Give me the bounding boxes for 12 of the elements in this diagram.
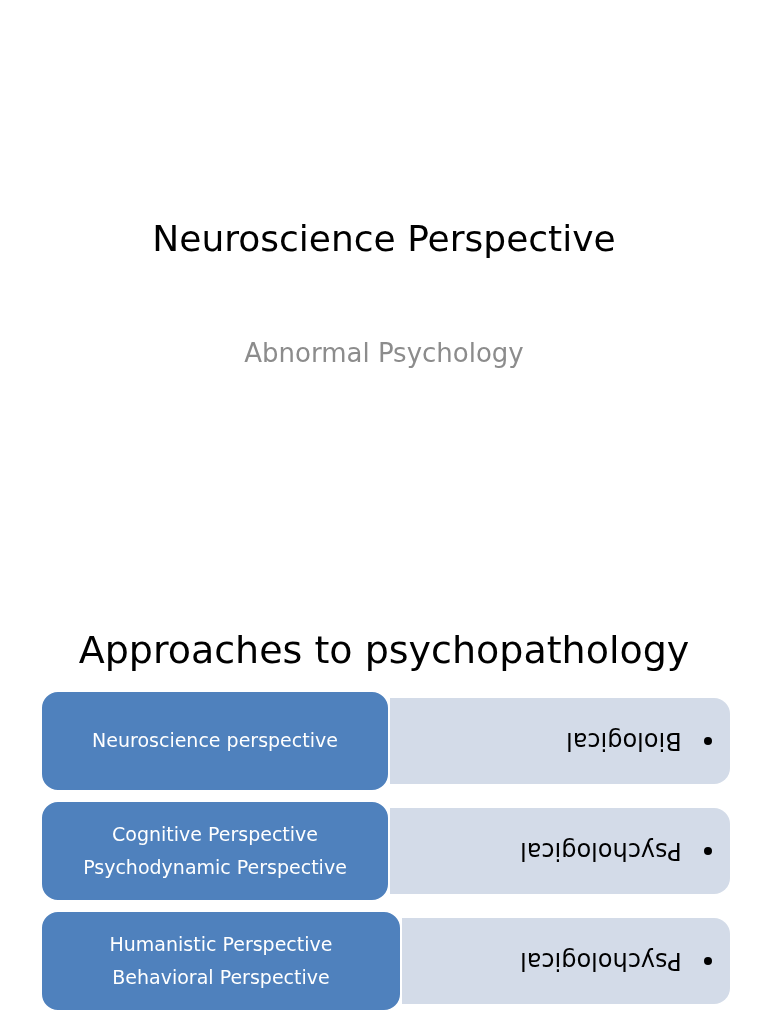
slide-subtitle: Abnormal Psychology xyxy=(243,338,525,368)
slide-title: Neuroscience Perspective xyxy=(151,218,617,259)
bullet-text: Psychological xyxy=(520,947,682,975)
description-box xyxy=(390,808,730,894)
bullet-text: Psychological xyxy=(520,837,682,865)
category-box: Cognitive Perspective Psychodynamic Perspective xyxy=(40,800,390,902)
bullet-text: Biological xyxy=(566,727,682,755)
category-box: Humanistic Perspective Behavioral Perspective xyxy=(40,910,402,1012)
description-box xyxy=(390,698,730,784)
slide-heading: Approaches to psychopathology xyxy=(77,628,691,672)
category-box: Neuroscience perspective xyxy=(40,690,390,792)
description-box xyxy=(402,918,730,1004)
